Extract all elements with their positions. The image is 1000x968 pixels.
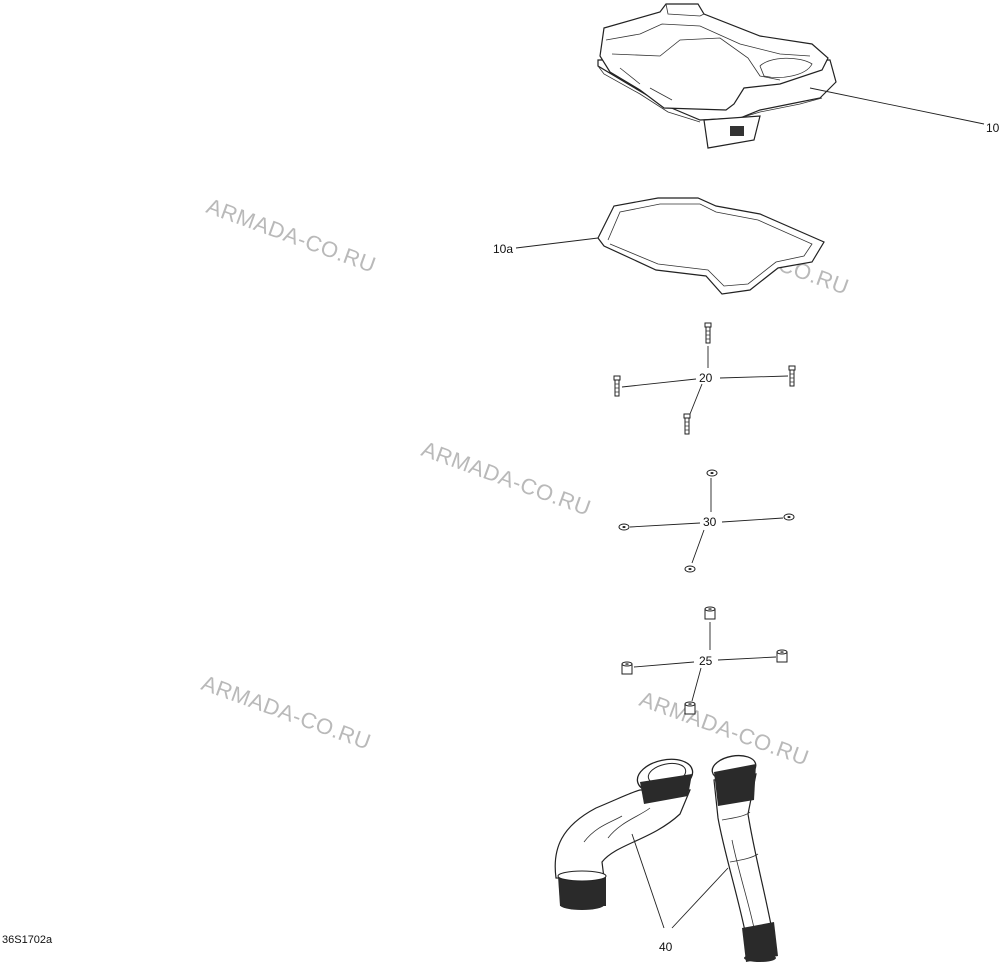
watermark-3: ARMADA-CO.RU	[418, 436, 594, 520]
grommet-right	[776, 649, 788, 663]
washer-callout: 30	[703, 515, 717, 529]
grommets: 25	[621, 606, 788, 715]
screw-top	[704, 322, 712, 344]
diagram-code: 36S1702a	[2, 934, 53, 946]
grommet-top	[704, 606, 716, 620]
screw-right	[788, 365, 796, 387]
screw-bottom	[683, 413, 691, 435]
grommet-left	[621, 661, 633, 675]
hoses: 40	[554, 754, 778, 962]
watermark-1: ARMADA-CO.RU	[203, 193, 379, 277]
grommet-callout: 25	[699, 654, 713, 668]
gasket-leader	[515, 237, 599, 249]
hose-left	[554, 758, 694, 910]
screws: 20	[613, 322, 796, 435]
hose-right	[711, 754, 778, 962]
gasket: 10a	[493, 197, 825, 295]
washers: 30	[618, 469, 795, 573]
airbox-leader	[809, 87, 985, 125]
grommet-bottom	[684, 701, 696, 715]
screw-callout: 20	[699, 371, 713, 385]
hose-callout: 40	[659, 940, 673, 954]
airbox-cover: 10	[597, 3, 1000, 149]
watermark-4: ARMADA-CO.RU	[198, 670, 374, 754]
screw-left	[613, 375, 621, 397]
gasket-callout: 10a	[493, 242, 513, 256]
airbox-callout: 10	[986, 121, 1000, 135]
